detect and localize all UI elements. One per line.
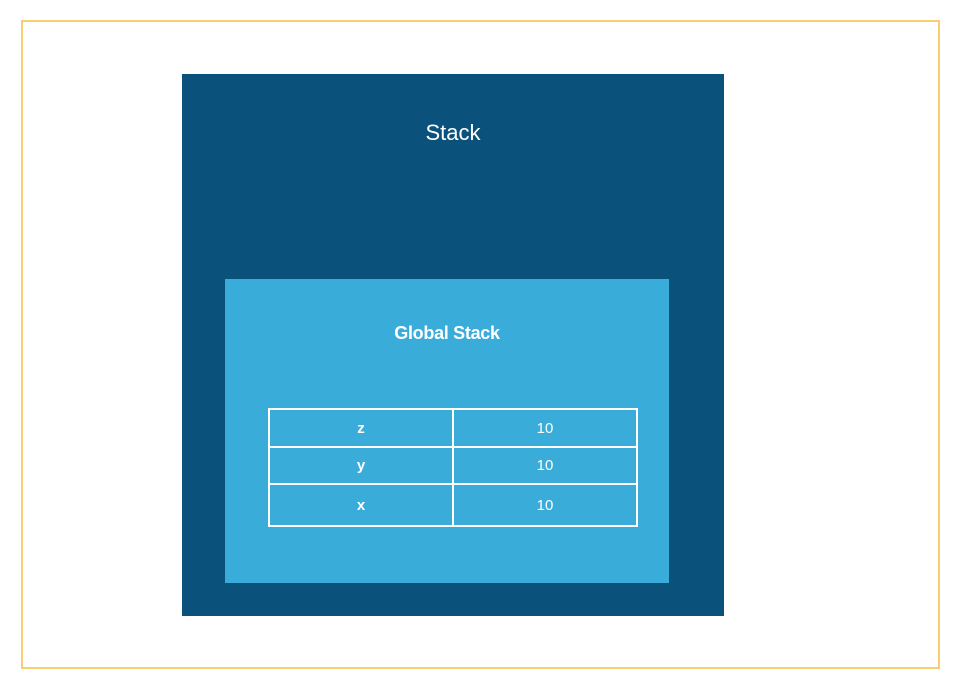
variable-name: y: [268, 446, 454, 485]
variable-value: 10: [452, 408, 638, 448]
variable-row: z 10: [268, 408, 638, 448]
diagram-frame: [21, 20, 940, 669]
variables-table: z 10 y 10 x 10: [268, 408, 638, 527]
stack-title: Stack: [425, 120, 481, 145]
variable-value: 10: [452, 446, 638, 485]
variable-name: z: [268, 408, 454, 448]
variable-row: y 10: [268, 446, 638, 485]
variable-name: x: [268, 483, 454, 527]
variable-row: x 10: [268, 483, 638, 527]
global-stack-title: Global Stack: [394, 323, 500, 343]
global-stack-container: Global Stack z 10 y 10 x 10: [225, 279, 669, 583]
variable-value: 10: [452, 483, 638, 527]
stack-container: Stack Global Stack z 10 y 10 x 10: [182, 74, 724, 616]
